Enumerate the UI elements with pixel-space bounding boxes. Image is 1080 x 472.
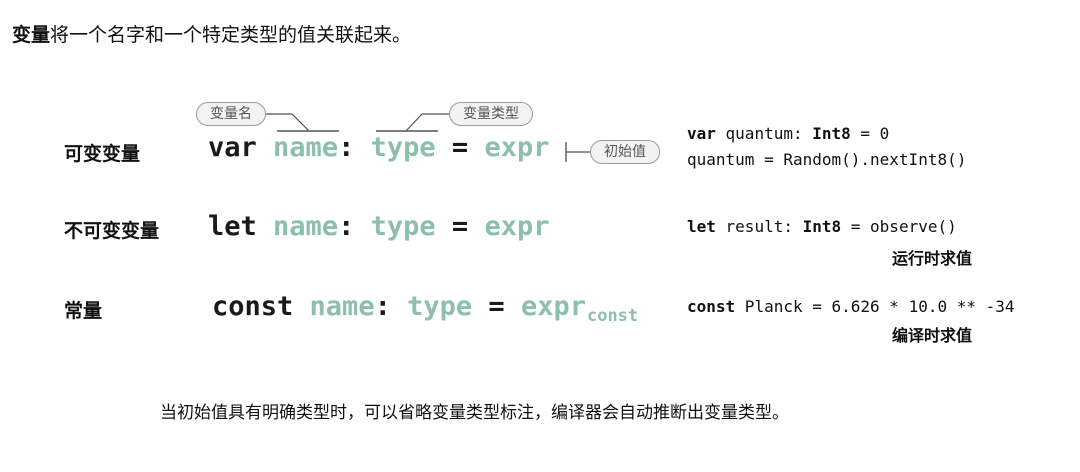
syntax-name: name [273, 211, 339, 242]
row-label-constant: 常量 [64, 300, 103, 322]
var-type-callout: 变量类型 [449, 102, 533, 126]
bottom-note: 当初始值具有明确类型时，可以省略变量类型标注，编译器会自动推断出变量类型。 [160, 403, 789, 423]
example-rest: = 0 [850, 124, 890, 143]
syntax-equals: = [451, 211, 469, 242]
syntax-equals: = [451, 132, 469, 163]
var-name-callout: 变量名 [196, 102, 266, 126]
example-var: var quantum: Int8 = 0 quantum = Random()… [687, 121, 966, 173]
syntax-equals: = [488, 291, 505, 322]
syntax-colon: : [338, 132, 355, 163]
init-value-callout: 初始值 [590, 140, 660, 164]
syntax-expr: expr [484, 132, 550, 163]
example-rest: = observe() [841, 217, 957, 236]
example-type: Int8 [802, 217, 842, 236]
syntax-var: var name: type = expr [208, 132, 549, 163]
note-runtime: 运行时求值 [892, 249, 973, 268]
syntax-name: name [273, 132, 339, 163]
example-ident: Planck = 6.626 * 10.0 ** -34 [735, 297, 1015, 316]
example-keyword: const [687, 297, 736, 316]
row-label-immutable: 不可变变量 [64, 220, 160, 242]
example-line: quantum = Random().nextInt8() [687, 150, 967, 169]
example-line: let result: Int8 = observe() [687, 214, 957, 240]
syntax-type: type [370, 132, 436, 163]
name-connector [264, 113, 310, 132]
type-connector [405, 113, 449, 132]
intro-text: 变量将一个名字和一个特定类型的值关联起来。 [12, 20, 411, 47]
example-type: Int8 [812, 124, 851, 143]
syntax-keyword: var [208, 132, 257, 163]
syntax-keyword: let [208, 211, 257, 242]
syntax-name: name [309, 291, 375, 322]
example-let: let result: Int8 = observe() [687, 214, 957, 240]
syntax-colon: : [374, 291, 391, 322]
syntax-type: type [370, 211, 436, 242]
example-const: const Planck = 6.626 * 10.0 ** -34 [687, 294, 1015, 320]
syntax-colon: : [338, 211, 355, 242]
syntax-keyword: const [212, 291, 294, 322]
example-line: const Planck = 6.626 * 10.0 ** -34 [687, 294, 1015, 320]
syntax-expr: exprconst [520, 291, 638, 326]
example-line: var quantum: Int8 = 0 [687, 121, 966, 147]
syntax-let: let name: type = expr [208, 211, 549, 242]
intro-bold: 变量 [12, 24, 51, 46]
example-ident: result: [715, 217, 803, 236]
syntax-expr-main: expr [520, 291, 586, 322]
example-keyword: var [687, 124, 716, 143]
syntax-expr-subscript: const [586, 306, 639, 326]
note-compile-time: 编译时求值 [892, 326, 973, 345]
row-label-mutable: 可变变量 [64, 143, 141, 165]
syntax-const: const name: type = exprconst [212, 291, 638, 326]
intro-rest: 将一个名字和一个特定类型的值关联起来。 [50, 24, 412, 46]
syntax-expr: expr [484, 211, 550, 242]
example-ident: quantum: [715, 124, 813, 143]
example-keyword: let [687, 217, 716, 236]
syntax-type: type [407, 291, 473, 322]
